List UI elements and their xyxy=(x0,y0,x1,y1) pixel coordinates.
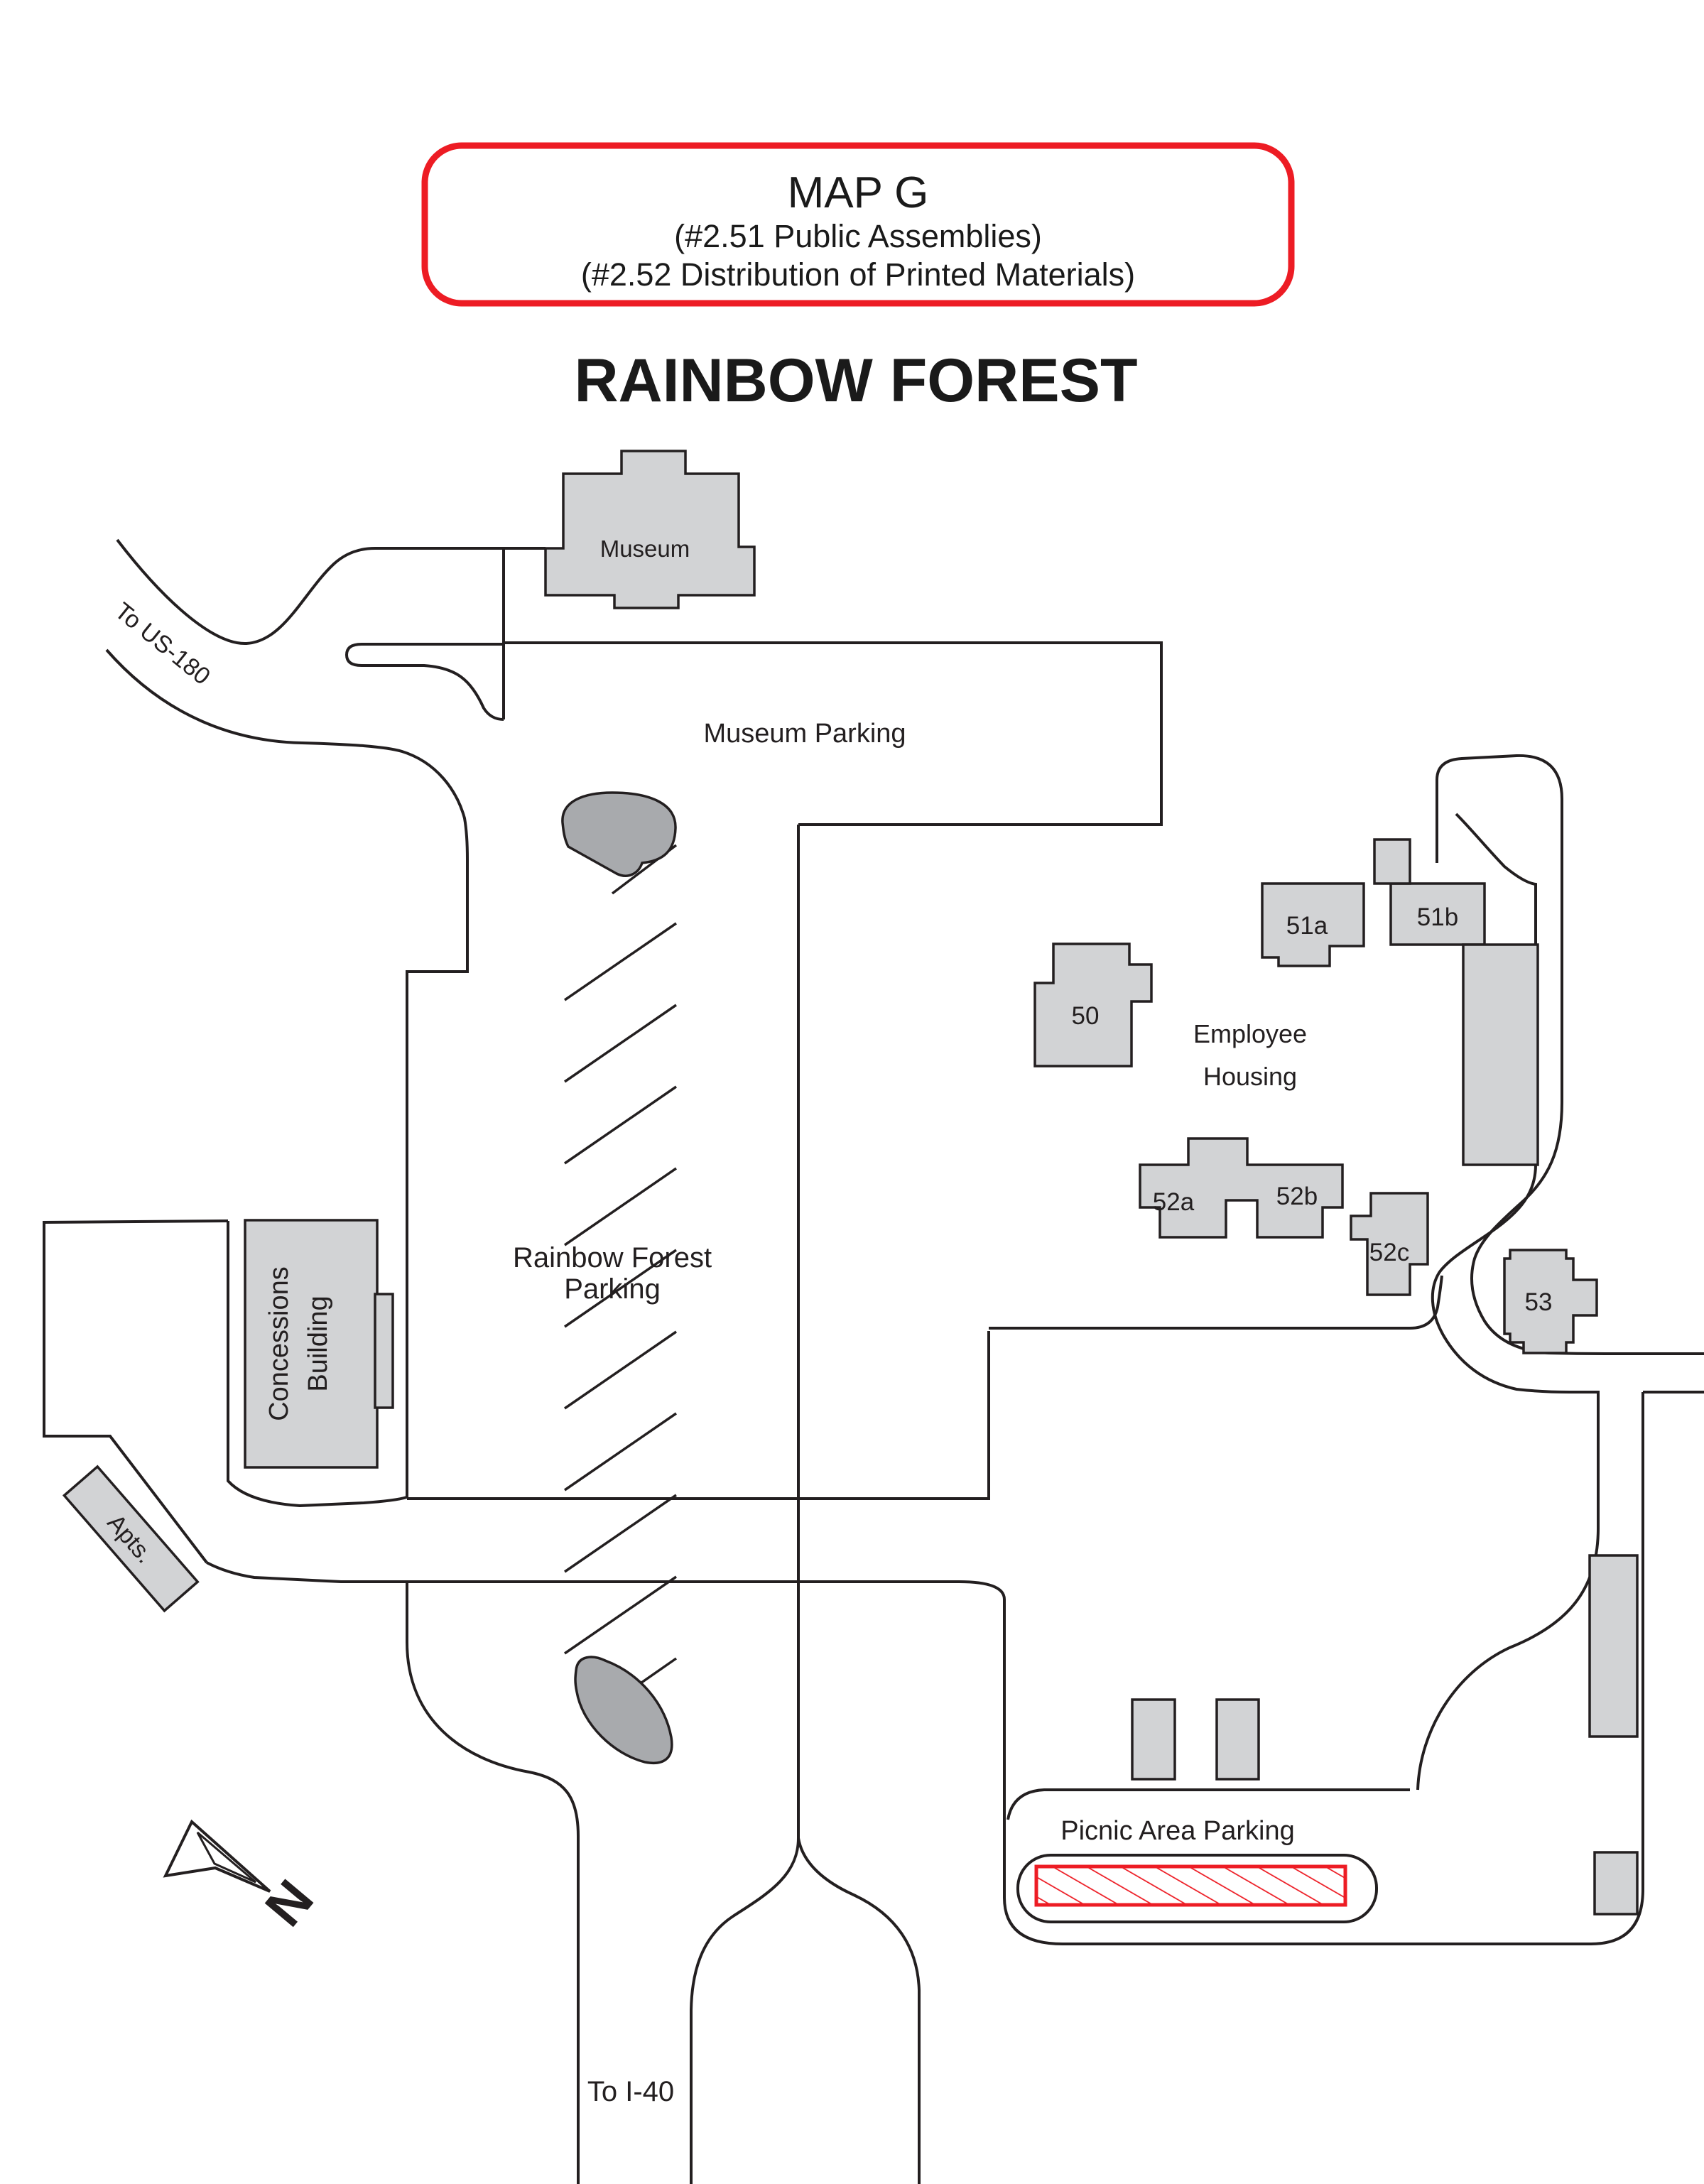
label-museum-parking: Museum Parking xyxy=(703,719,906,749)
label-museum: Museum xyxy=(600,536,690,562)
label-52a: 52a xyxy=(1153,1188,1195,1216)
map-title: RAINBOW FOREST xyxy=(574,347,1137,415)
north-arrow: N xyxy=(163,1819,325,1938)
building-picnic-shelter-1 xyxy=(1131,1698,1176,1781)
label-51b: 51b xyxy=(1417,903,1458,931)
road-plaza-divider xyxy=(227,1221,408,1508)
building-east-small-square xyxy=(1593,1851,1639,1916)
parking-north-island xyxy=(561,791,677,877)
map-g-subtitle-1: (#2.51 Public Assemblies) xyxy=(674,218,1042,254)
road-picnic-loop-bottom xyxy=(1063,1392,1644,1945)
road-apts-channel xyxy=(206,1561,407,1583)
building-museum xyxy=(544,450,756,609)
label-53: 53 xyxy=(1525,1288,1553,1316)
building-east-tall-rect xyxy=(1588,1554,1639,1738)
road-toi40-left-edge xyxy=(406,1582,580,2184)
road-picnic-exit-left-edge xyxy=(797,1837,921,2184)
map-g-title: MAP G xyxy=(788,168,929,217)
building-52c xyxy=(1350,1192,1429,1296)
road-picnic-loop-top xyxy=(1006,1788,1410,1820)
picnic-island-pill xyxy=(1016,1854,1378,1923)
building-52ab xyxy=(1139,1137,1344,1239)
north-arrow-dart-detail xyxy=(196,1831,256,1884)
north-arrow-dart xyxy=(163,1819,271,1893)
label-51a: 51a xyxy=(1286,912,1328,940)
north-label: N xyxy=(254,1869,325,1938)
label-52b: 52b xyxy=(1276,1183,1318,1210)
building-51b xyxy=(1389,882,1486,946)
road-housing-south-edge xyxy=(989,1275,1443,1330)
road-housing-loop-inner xyxy=(1416,813,1600,1791)
parking-hatch-lines xyxy=(564,844,678,1720)
road-toi40-right-edge xyxy=(690,1837,800,2184)
road-mid-lower-edge xyxy=(407,1580,1063,1945)
picnic-highlight-group xyxy=(1016,1854,1378,1923)
label-rainbow-forest-parking-2: Parking xyxy=(564,1273,661,1305)
title-block: MAP G (#2.51 Public Assemblies) (#2.52 D… xyxy=(421,142,1295,415)
label-rainbow-forest-parking-1: Rainbow Forest xyxy=(513,1242,712,1273)
map-g-highlight-box xyxy=(421,142,1295,307)
road-museum-parking-outline xyxy=(504,641,1163,826)
rainbow-forest-parking-strip xyxy=(561,791,678,1764)
building-picnic-shelter-2 xyxy=(1215,1698,1260,1781)
parking-south-island xyxy=(574,1656,673,1764)
building-concessions xyxy=(244,1219,379,1469)
road-us180-lower xyxy=(105,648,469,1497)
road-mid-upper-edge xyxy=(407,1331,990,1500)
road-spur-uturn xyxy=(344,643,504,721)
road-plaza-outline xyxy=(43,1219,229,1564)
road-us180-upper xyxy=(116,538,546,646)
label-52c: 52c xyxy=(1369,1239,1409,1266)
buildings-layer xyxy=(62,450,1639,1916)
map-g-subtitle-2: (#2.52 Distribution of Printed Materials… xyxy=(581,256,1135,293)
building-apts xyxy=(62,1465,200,1613)
label-to-i40: To I-40 xyxy=(587,2076,674,2107)
building-51-annex xyxy=(1373,838,1411,885)
building-dorm-rect xyxy=(1462,943,1539,1166)
building-concessions-annex xyxy=(374,1293,394,1409)
label-50: 50 xyxy=(1072,1002,1100,1030)
label-to-us180: To US-180 xyxy=(109,597,215,690)
label-concessions-1: Concessions xyxy=(264,1266,294,1421)
building-53 xyxy=(1503,1249,1598,1354)
label-picnic-area-parking: Picnic Area Parking xyxy=(1060,1816,1295,1846)
picnic-highlight-area xyxy=(1034,1864,1347,1907)
label-employee-housing-1: Employee xyxy=(1193,1019,1307,1048)
label-employee-housing-2: Housing xyxy=(1203,1062,1297,1091)
building-51a xyxy=(1261,882,1365,967)
label-concessions-2: Building xyxy=(303,1295,333,1391)
building-50 xyxy=(1033,942,1153,1067)
